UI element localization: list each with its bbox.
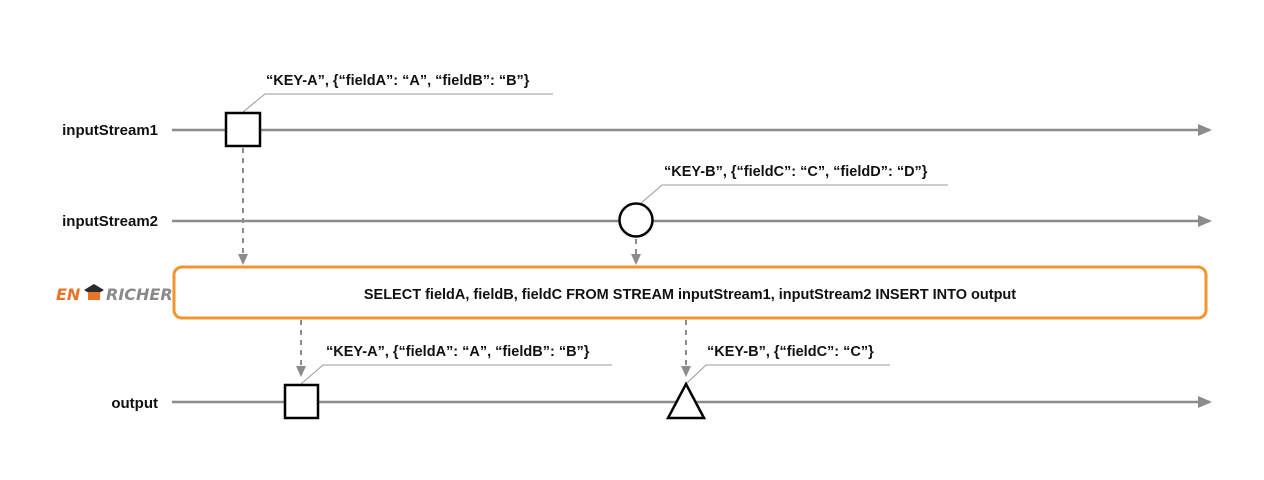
event-label-output-a: “KEY-A”, {“fieldA”: “A”, “fieldB”: “B”}: [326, 344, 590, 360]
callout-leader-output-b: [685, 364, 890, 385]
event-label-output-b: “KEY-B”, {“fieldC”: “C”}: [707, 344, 874, 360]
triangle-event-output: [665, 381, 707, 420]
square-event-input1: [224, 111, 262, 148]
circle-event-input2: [618, 202, 654, 238]
dashed-arrowhead-input1: [238, 254, 248, 265]
callout-leader-input2: [639, 184, 948, 205]
dashed-arrowhead-input2: [631, 254, 641, 265]
square-event-output: [283, 383, 320, 420]
enricher-logo: EN RICHER: [56, 284, 173, 304]
logo-text-en: EN: [56, 285, 81, 304]
stream-label-input2: inputStream2: [62, 213, 158, 230]
svg-text:EN: EN: [56, 285, 81, 304]
logo-mark-icon: [84, 284, 104, 300]
stream-label-output: output: [111, 395, 158, 412]
callout-leader-input1: [242, 93, 553, 113]
logo-text-richer: RICHER: [106, 285, 173, 304]
svg-text:RICHER: RICHER: [106, 285, 173, 304]
enricher-query-box: [172, 265, 1208, 320]
dashed-arrowhead-output-a: [296, 366, 306, 377]
event-label-input1: “KEY-A”, {“fieldA”: “A”, “fieldB”: “B”}: [266, 73, 530, 89]
enricher-query-text: SELECT fieldA, fieldB, fieldC FROM STREA…: [364, 287, 1016, 303]
callout-leader-output-a: [300, 364, 612, 385]
dashed-arrowhead-output-b: [681, 366, 691, 377]
stream-label-input1: inputStream1: [62, 122, 158, 139]
timeline-input1-arrow: [1198, 124, 1212, 136]
timeline-input2-arrow: [1198, 215, 1212, 227]
timeline-output-arrow: [1198, 396, 1212, 408]
event-label-input2: “KEY-B”, {“fieldC”: “C”, “fieldD”: “D”}: [664, 164, 928, 180]
